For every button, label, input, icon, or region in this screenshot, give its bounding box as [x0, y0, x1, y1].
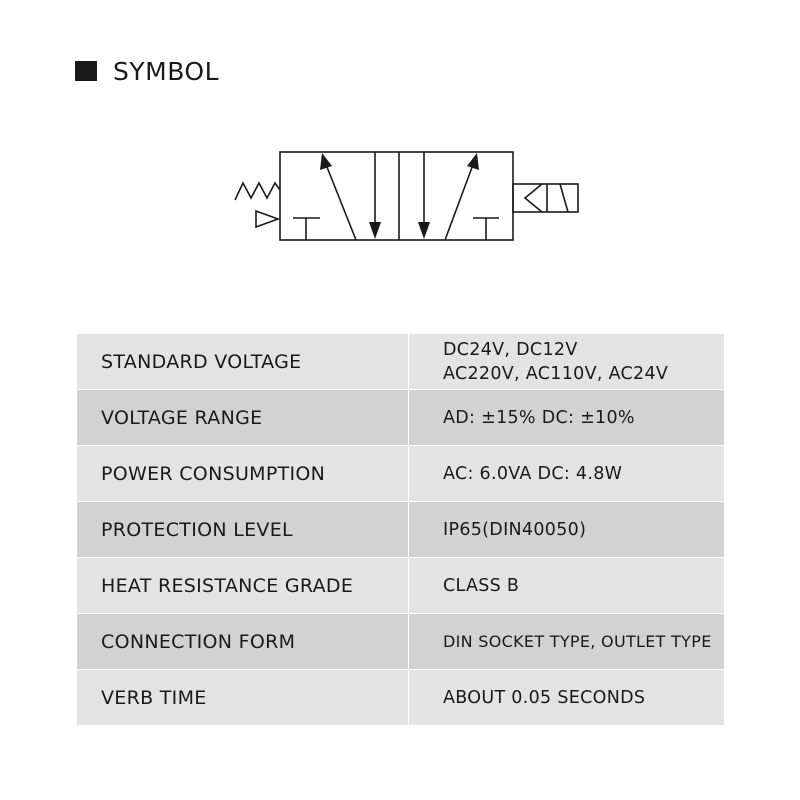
valve-symbol-drawing	[234, 151, 579, 241]
spec-label: VERB TIME	[77, 669, 409, 725]
square-bullet-icon	[75, 61, 97, 81]
spec-label: PROTECTION LEVEL	[77, 501, 409, 558]
table-row: PROTECTION LEVEL IP65(DIN40050)	[77, 501, 724, 558]
spec-value: IP65(DIN40050)	[408, 501, 724, 558]
arrowhead-left-diagonal	[320, 153, 332, 170]
section-header: SYMBOL	[75, 56, 219, 86]
table-row: STANDARD VOLTAGE DC24V, DC12V AC220V, AC…	[77, 334, 724, 390]
table-row: HEAT RESISTANCE GRADE CLASS B	[77, 557, 724, 614]
spec-label: CONNECTION FORM	[77, 613, 409, 670]
spec-value-line: DC24V, DC12V	[443, 339, 578, 360]
section-title: SYMBOL	[113, 56, 220, 86]
spec-value: AC: 6.0VA DC: 4.8W	[408, 445, 724, 502]
table-row: VERB TIME ABOUT 0.05 SECONDS	[77, 669, 724, 725]
spec-label: VOLTAGE RANGE	[77, 389, 409, 446]
solenoid-icon	[512, 183, 579, 213]
spec-label: STANDARD VOLTAGE	[77, 334, 409, 390]
spec-value: CLASS B	[408, 557, 724, 614]
pilot-triangle-icon	[255, 209, 281, 229]
table-row: POWER CONSUMPTION AC: 6.0VA DC: 4.8W	[77, 445, 724, 502]
arrowhead-left-down	[369, 222, 381, 239]
spec-label: HEAT RESISTANCE GRADE	[77, 557, 409, 614]
spec-value: DIN SOCKET TYPE, OUTLET TYPE	[408, 613, 724, 670]
arrowhead-right-diagonal	[467, 153, 479, 170]
arrowhead-right-down	[418, 222, 430, 239]
valve-symbol	[225, 140, 595, 255]
flow-arrow-right-diagonal	[444, 161, 475, 241]
spec-label: POWER CONSUMPTION	[77, 445, 409, 502]
table-row: VOLTAGE RANGE AD: ±15% DC: ±10%	[77, 389, 724, 446]
table-row: CONNECTION FORM DIN SOCKET TYPE, OUTLET …	[77, 613, 724, 670]
spec-table: STANDARD VOLTAGE DC24V, DC12V AC220V, AC…	[77, 334, 724, 725]
spec-value: ABOUT 0.05 SECONDS	[408, 669, 724, 725]
spec-value: AD: ±15% DC: ±10%	[408, 389, 724, 446]
spec-value-line: AC220V, AC110V, AC24V	[443, 363, 669, 384]
spring-icon	[234, 181, 281, 201]
spec-value: DC24V, DC12V AC220V, AC110V, AC24V	[408, 334, 724, 390]
flow-arrow-left-diagonal	[324, 161, 357, 241]
